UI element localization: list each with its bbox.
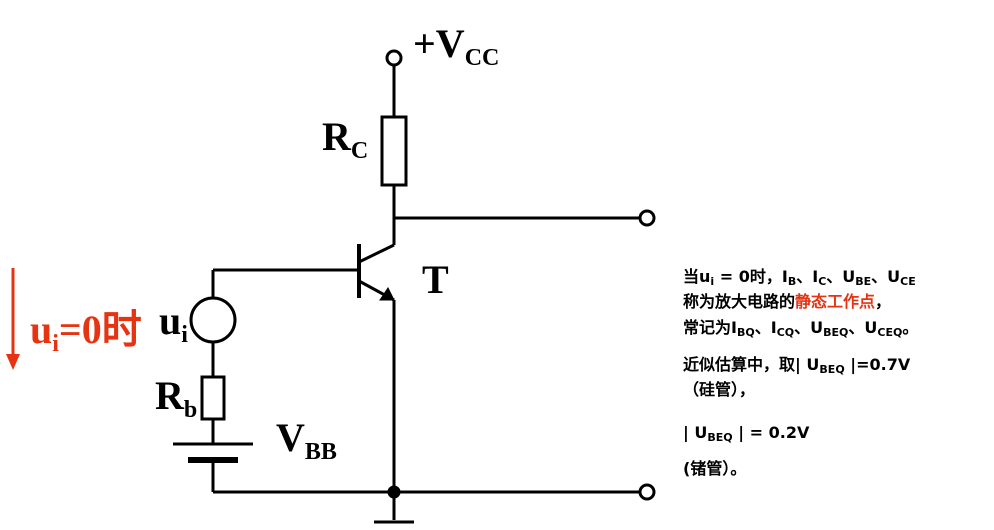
emitter-arrow — [379, 287, 395, 301]
note-line-5: （硅管）， — [683, 380, 756, 399]
ui-source — [189, 296, 237, 344]
static-operating-point-highlight: 静态工作点 — [795, 292, 876, 311]
vcc-label: +VCC — [413, 21, 500, 71]
rb-label: Rb — [155, 373, 198, 423]
note-line-1: 当ui = 0时，IB、IC、UBE、UCE — [683, 267, 916, 288]
note-line-2: 称为放大电路的静态工作点， — [683, 292, 892, 311]
output-terminal — [638, 209, 656, 227]
transistor-label: T — [422, 257, 449, 302]
ground-junction — [387, 485, 401, 499]
note-line-6: | UBEQ | = 0.2V — [683, 423, 810, 444]
vcc-terminal — [385, 49, 403, 67]
rb-resistor — [200, 375, 226, 421]
transistor-collector — [358, 243, 395, 264]
note-line-3: 常记为IBQ、ICQ、UBEQ、UCEQ。 — [683, 318, 919, 339]
note-line-7: (锗管）。 — [683, 459, 747, 478]
rc-label: RC — [322, 114, 369, 164]
condition-label: ui=0时 — [30, 307, 142, 357]
note-line-4: 近似估算中，取| UBEQ |=0.7V — [683, 355, 911, 376]
ground-output-terminal — [638, 483, 656, 501]
rc-resistor — [380, 115, 408, 187]
ui-label: ui — [159, 298, 188, 348]
condition-arrow-head — [6, 354, 20, 370]
vbb-label: VBB — [276, 415, 337, 465]
